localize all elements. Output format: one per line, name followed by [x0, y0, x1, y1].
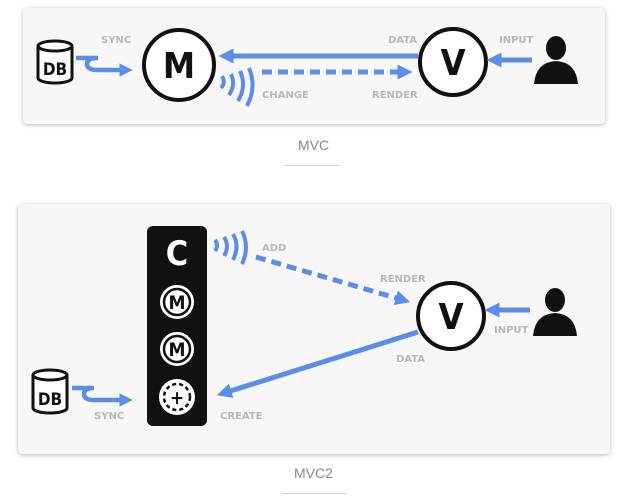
render-label: RENDER [380, 274, 426, 285]
sync-label: SYNC [94, 411, 124, 422]
mvc-caption: MVC [297, 137, 330, 153]
user-icon [533, 288, 577, 336]
data-label: DATA [388, 35, 417, 46]
create-label: CREATE [220, 411, 263, 422]
database-icon: DB [31, 368, 69, 415]
mvc2-panel [18, 204, 610, 454]
signal-waves-icon [213, 230, 248, 265]
input-label: INPUT [494, 325, 529, 336]
mvc2-caption: MVC2 [294, 465, 333, 481]
model-b-label: M [168, 339, 185, 361]
view-node-label: V [438, 297, 463, 338]
view-node [416, 281, 486, 351]
sync-label: SYNC [101, 35, 131, 46]
view-node-label: V [440, 43, 465, 84]
controller-node [147, 226, 207, 426]
render-label: RENDER [372, 90, 418, 101]
model-a-label: M [168, 292, 185, 314]
add-render-arrow [255, 254, 411, 306]
data-arrow [216, 329, 419, 398]
db-node-label: DB [43, 60, 67, 80]
signal-waves-icon [219, 67, 255, 107]
view-node [418, 27, 488, 97]
model-node [142, 28, 216, 102]
model-node-label: M [163, 46, 195, 87]
database-icon: DB [36, 39, 74, 85]
add-label: ADD [262, 243, 286, 254]
sync-arrow [72, 385, 133, 407]
plus-icon: + [170, 387, 184, 409]
user-icon [534, 36, 578, 84]
controller-node-label: C [166, 234, 188, 274]
db-node-label: DB [38, 390, 62, 410]
sync-arrow [76, 55, 133, 77]
input-label: INPUT [499, 35, 534, 46]
mvc2-caption-divider [282, 493, 346, 494]
data-label: DATA [396, 354, 425, 365]
mvc-caption-divider [284, 165, 340, 166]
change-label: CHANGE [262, 90, 309, 101]
